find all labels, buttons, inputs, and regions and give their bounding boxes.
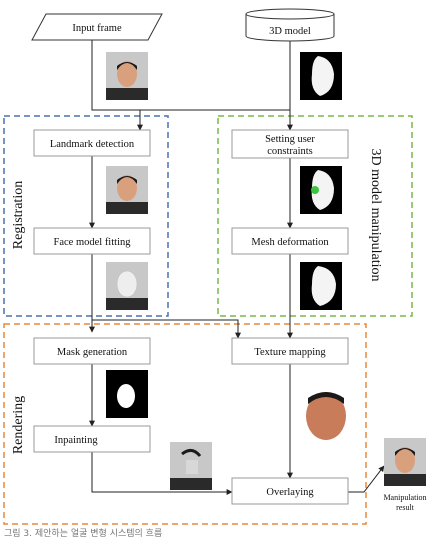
deformed-model-render	[300, 262, 342, 310]
setting-user-constraints-line1: Setting user	[265, 134, 315, 145]
texture-face-image	[306, 392, 346, 440]
manipulation-result-line2: result	[396, 503, 415, 512]
setting-user-constraints-line2: constraints	[267, 146, 313, 157]
overlaying-label: Overlaying	[266, 487, 314, 498]
input-frame-label: Input frame	[72, 23, 122, 34]
mesh-deformation-label: Mesh deformation	[251, 237, 329, 248]
model-3d-label: 3D model	[269, 26, 311, 37]
figure-caption: 그림 3. 제안하는 얼굴 변형 시스템의 흐름	[4, 527, 162, 539]
inpainted-photo	[170, 442, 212, 490]
fitted-model-photo	[106, 262, 148, 310]
result-face-photo	[384, 438, 426, 486]
landmark-detection-label: Landmark detection	[50, 139, 135, 150]
input-face-photo	[106, 52, 148, 100]
constraint-model-render	[300, 166, 342, 214]
face-model-fitting-label: Face model fitting	[54, 237, 132, 248]
manipulation-result-line1: Manipulation	[383, 493, 426, 502]
texture-mapping-label: Texture mapping	[254, 347, 326, 358]
face-model-render	[300, 52, 342, 100]
model-manipulation-label: 3D model manipulation	[368, 149, 383, 282]
rendering-label: Rendering	[11, 396, 26, 454]
landmark-face-photo	[106, 166, 148, 214]
mask-image	[106, 370, 148, 418]
registration-label: Registration	[11, 181, 26, 249]
inpainting-label: Inpainting	[54, 435, 98, 446]
mask-generation-label: Mask generation	[57, 347, 128, 358]
